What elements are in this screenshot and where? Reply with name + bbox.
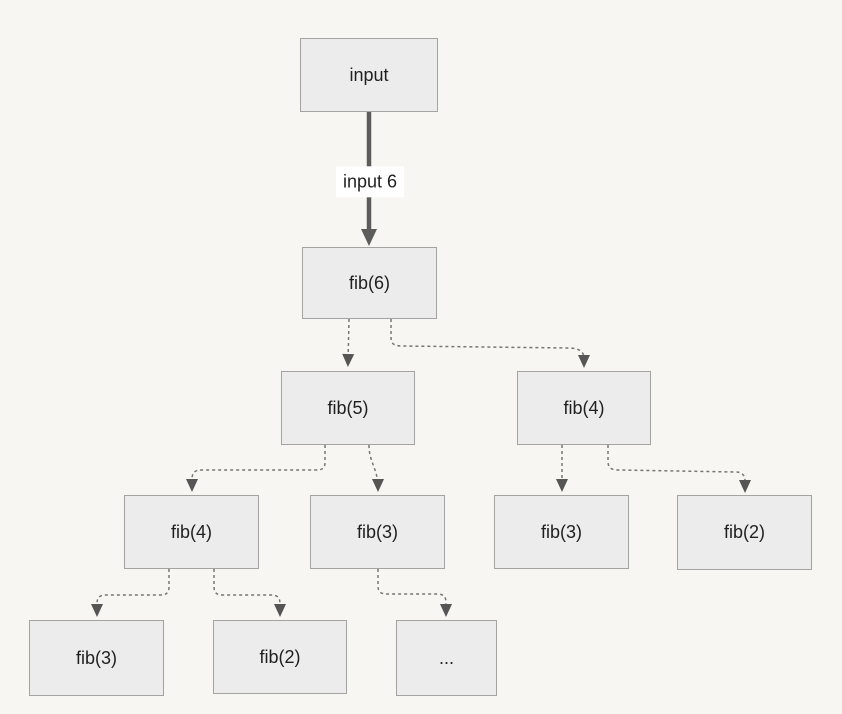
node-label: input	[349, 64, 389, 85]
node-fib3-mid: fib(3)	[310, 495, 445, 569]
node-fib6: fib(6)	[302, 247, 437, 319]
edge-fib4left-fib2bottom	[213, 569, 286, 617]
node-label: fib(3)	[356, 521, 398, 542]
node-fib5: fib(5)	[281, 371, 415, 445]
edge-fib6-fib4right	[390, 319, 590, 368]
edge-fib4left-fib3bottom	[91, 569, 170, 617]
node-label: fib(4)	[170, 521, 212, 542]
edge-fib3mid-ellipsis	[377, 569, 452, 617]
edge-label-input-6: input 6	[335, 166, 405, 198]
node-fib2-bottom: fib(2)	[213, 620, 347, 694]
node-label: fib(3)	[540, 521, 582, 542]
node-label: fib(4)	[563, 397, 605, 418]
edge-fib5-fib3mid	[368, 444, 384, 492]
node-fib3-bottom: fib(3)	[29, 620, 164, 696]
node-fib4-left: fib(4)	[124, 495, 259, 569]
node-fib3-right: fib(3)	[494, 495, 629, 569]
node-label: fib(3)	[75, 647, 117, 668]
node-label: fib(2)	[723, 522, 765, 542]
edge-fib4right-fib2right	[607, 445, 751, 493]
edge-fib6-fib5	[342, 318, 355, 367]
node-label: fib(2)	[259, 646, 301, 667]
node-input: input	[300, 38, 438, 112]
node-ellipsis: ...	[396, 620, 497, 696]
node-label: ...	[438, 647, 454, 668]
node-fib4-right: fib(4)	[517, 371, 651, 445]
node-label: fib(5)	[327, 397, 369, 418]
edge-fib5-fib4left	[186, 445, 326, 492]
node-label: fib(6)	[348, 272, 390, 293]
node-fib2-right: fib(2)	[677, 495, 812, 570]
